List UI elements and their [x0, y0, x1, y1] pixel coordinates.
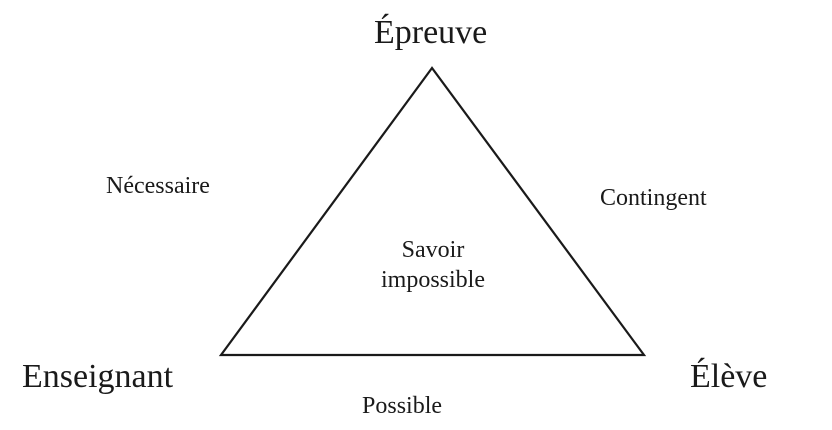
edge-label-contingent: Contingent — [600, 185, 707, 211]
vertex-label-enseignant: Enseignant — [22, 358, 174, 395]
triangle-shape — [218, 66, 647, 357]
edge-label-necessaire: Nécessaire — [106, 173, 210, 199]
center-label-line2: impossible — [380, 266, 485, 293]
center-label: Savoir impossible — [350, 236, 516, 296]
vertex-label-epreuve: Épreuve — [374, 14, 488, 51]
center-label-line1: Savoir — [401, 237, 465, 263]
edge-label-possible: Possible — [362, 393, 443, 419]
vertex-label-eleve: Élève — [690, 358, 768, 395]
